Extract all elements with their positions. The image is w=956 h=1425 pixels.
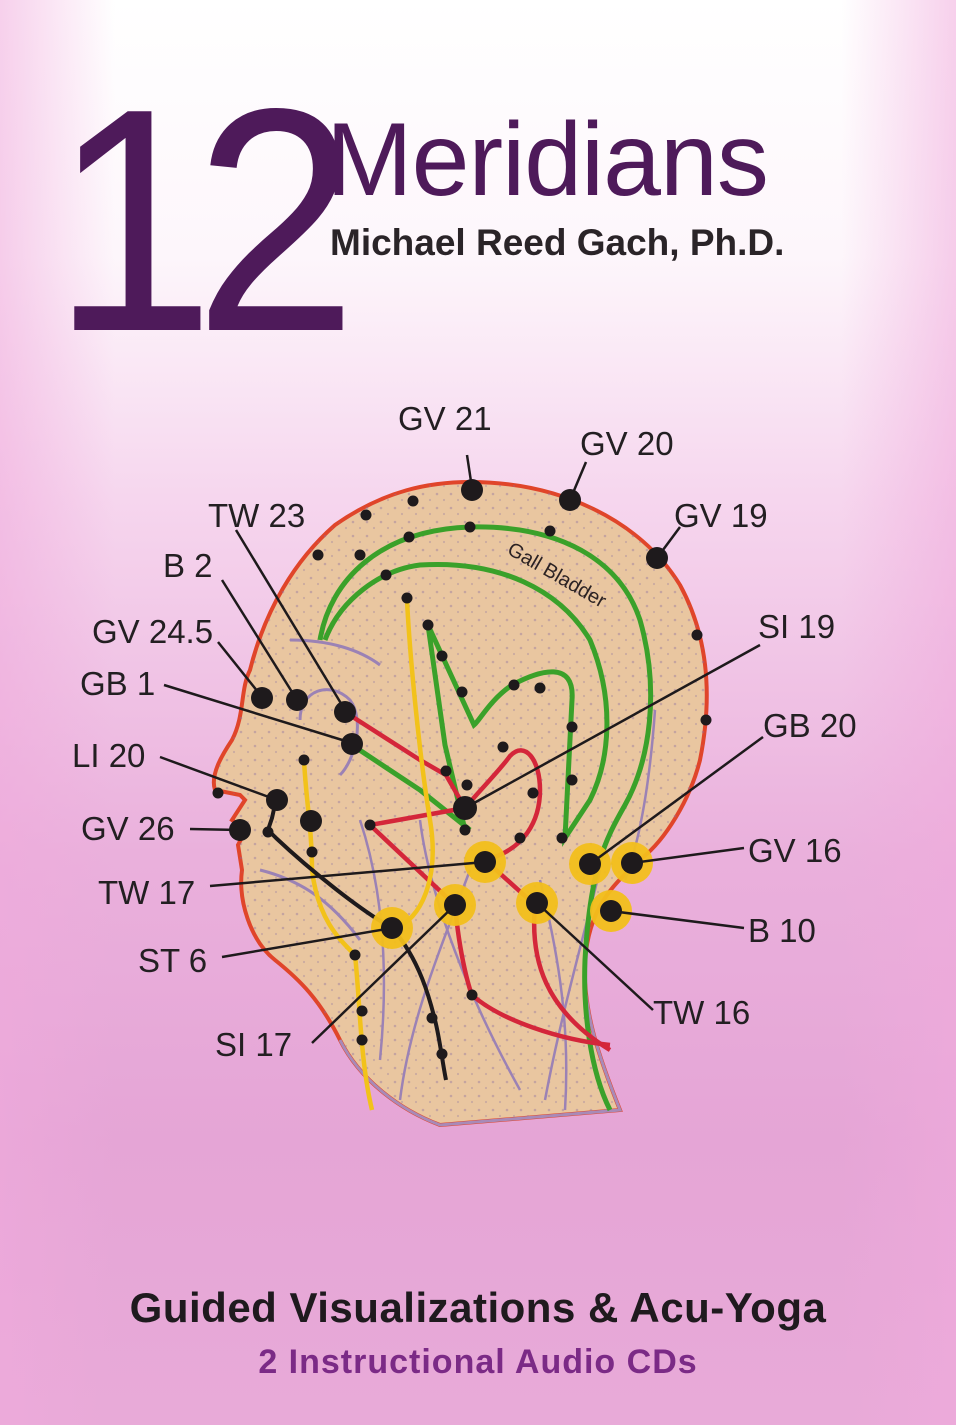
label-b10: B 10 (748, 912, 816, 949)
point-gv19 (646, 547, 668, 569)
point-b2 (286, 689, 308, 711)
point-st6 (381, 917, 403, 939)
label-gv16: GV 16 (748, 832, 842, 869)
label-si19: SI 19 (758, 608, 835, 645)
label-st6: ST 6 (138, 942, 207, 979)
cover-title: Meridians (326, 102, 769, 218)
label-gb20: GB 20 (763, 707, 857, 744)
point-b10 (600, 900, 622, 922)
point-gb1 (341, 733, 363, 755)
label-b2: B 2 (163, 547, 213, 584)
label-tw17: TW 17 (98, 874, 195, 911)
point-gv24-5 (251, 687, 273, 709)
cover-subtitle: Guided Visualizations & Acu-Yoga (129, 1284, 827, 1331)
point-gv16 (621, 852, 643, 874)
point-gv20 (559, 489, 581, 511)
label-tw16: TW 16 (653, 994, 750, 1031)
cover-number: 12 (52, 43, 357, 398)
label-tw23: TW 23 (208, 497, 305, 534)
label-gv21: GV 21 (398, 400, 492, 437)
head-meridian-illustration: Gall Bladder GV 21 GV 20 GV 19 TW 23 B 2… (72, 400, 857, 1128)
point-si19 (453, 796, 477, 820)
label-gv19: GV 19 (674, 497, 768, 534)
point-gb20 (579, 853, 601, 875)
minor-acupoints (212, 495, 712, 1060)
point-tw16 (526, 892, 548, 914)
point-si17 (444, 894, 466, 916)
label-gb1: GB 1 (80, 665, 155, 702)
label-si17: SI 17 (215, 1026, 292, 1063)
point-labels: GV 21 GV 20 GV 19 TW 23 B 2 GV 24.5 GB 1… (72, 400, 857, 1063)
point-tw17 (474, 851, 496, 873)
label-li20: LI 20 (72, 737, 145, 774)
point-li20 (266, 789, 288, 811)
label-gv20: GV 20 (580, 425, 674, 462)
cover-tagline: 2 Instructional Audio CDs (258, 1343, 698, 1381)
point-gv21 (461, 479, 483, 501)
point-gv26 (229, 819, 251, 841)
major-acupoints (229, 479, 668, 939)
label-gv26: GV 26 (81, 810, 175, 847)
point-tw23 (334, 701, 356, 723)
cover-author: Michael Reed Gach, Ph.D. (330, 222, 785, 263)
label-gv24-5: GV 24.5 (92, 613, 213, 650)
